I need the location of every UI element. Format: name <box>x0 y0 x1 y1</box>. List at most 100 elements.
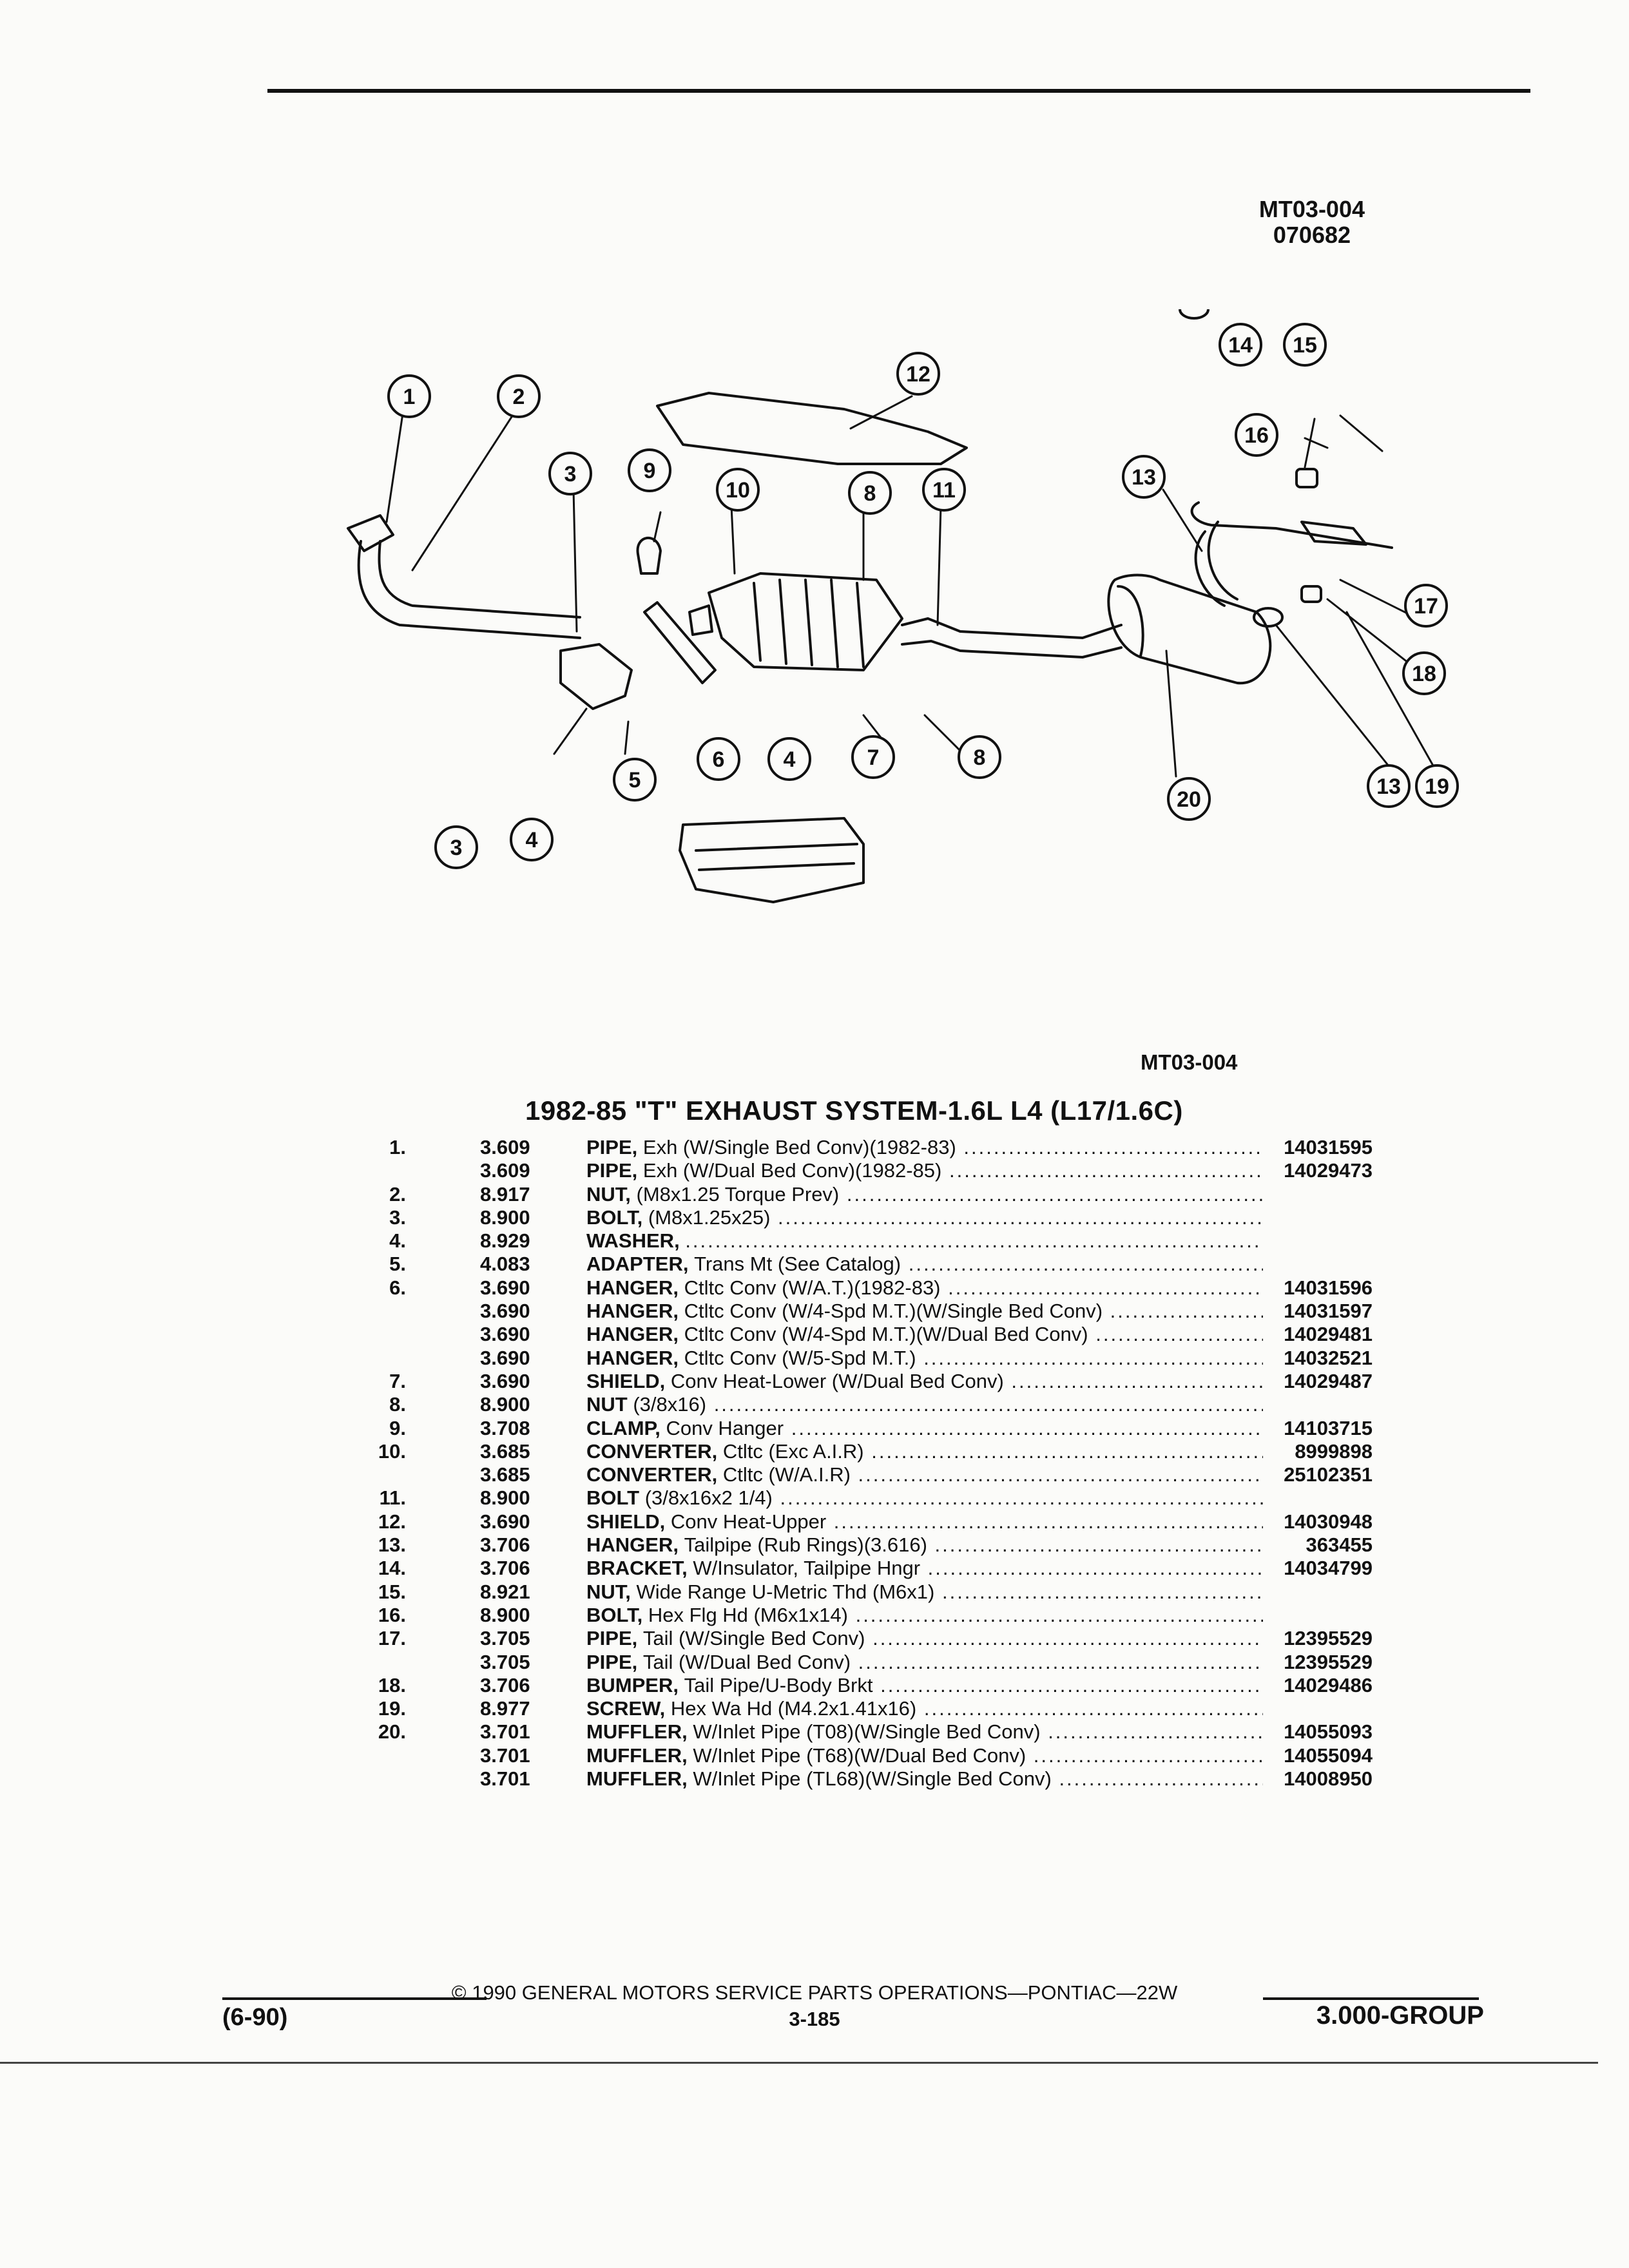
part-number-ref: 13. <box>378 1533 406 1557</box>
part-name: SCREW, <box>586 1697 666 1720</box>
catalog-group: 3.690 <box>480 1276 530 1299</box>
catalog-group: 3.690 <box>480 1323 530 1346</box>
catalog-group: 3.690 <box>480 1300 530 1323</box>
part-description: HANGER, Ctltc Conv (W/4-Spd M.T.)(W/Sing… <box>586 1300 1263 1323</box>
part-detail: (3/8x16) <box>633 1393 707 1416</box>
catalog-group: 8.917 <box>480 1182 530 1206</box>
part-name: MUFFLER, <box>586 1767 688 1791</box>
part-detail: Conv Hanger <box>666 1416 784 1439</box>
part-description: NUT (3/8x16) <box>586 1393 1263 1416</box>
part-description: MUFFLER, W/Inlet Pipe (T08)(W/Single Bed… <box>586 1720 1263 1744</box>
part-description: BUMPER, Tail Pipe/U-Body Brkt <box>586 1674 1263 1697</box>
part-detail: Ctltc Conv (W/5-Spd M.T.) <box>684 1346 916 1369</box>
table-row: 2. 8.917 NUT, (M8x1.25 Torque Prev) <box>342 1183 1373 1206</box>
gm-part-number: 14030948 <box>1284 1510 1373 1533</box>
part-number-ref: 12. <box>378 1510 406 1533</box>
callout-label: 14 <box>1228 333 1253 358</box>
callout-label: 1 <box>403 385 416 409</box>
part-detail: Conv Heat-Lower (W/Dual Bed Conv) <box>670 1369 1004 1392</box>
catalog-group: 3.609 <box>480 1136 530 1158</box>
part-description: SCREW, Hex Wa Hd (M4.2x1.41x16) <box>586 1697 1263 1720</box>
part-detail: Tail (W/Single Bed Conv) <box>642 1627 865 1650</box>
part-name: HANGER, <box>586 1323 679 1346</box>
part-name: PIPE, <box>586 1159 638 1182</box>
group-label: 3.000-GROUP <box>1316 2001 1484 2030</box>
callout-label: 13 <box>1132 465 1156 490</box>
callout-label: 17 <box>1414 594 1438 619</box>
diagram-date-code: 070682 <box>1273 222 1351 248</box>
part-detail: (3/8x16x2 1/4) <box>644 1486 773 1510</box>
gm-part-number: 14031596 <box>1284 1276 1373 1299</box>
part-detail: Trans Mt (See Catalog) <box>694 1253 901 1276</box>
gm-part-number: 14029487 <box>1284 1369 1373 1392</box>
diagram-code: MT03-004 <box>1258 196 1365 222</box>
part-name: HANGER, <box>586 1300 679 1323</box>
part-number-ref: 2. <box>389 1182 406 1206</box>
callout-label: 5 <box>629 768 641 793</box>
catalog-group: 3.706 <box>480 1557 530 1580</box>
part-description: NUT, (M8x1.25 Torque Prev) <box>586 1183 1263 1206</box>
part-name: PIPE, <box>586 1136 638 1158</box>
gm-part-number: 14029481 <box>1284 1323 1373 1346</box>
part-number-ref: 18. <box>378 1673 406 1696</box>
part-number-ref: 14. <box>378 1557 406 1580</box>
gm-part-number: 363455 <box>1306 1533 1373 1557</box>
part-detail: Tailpipe (Rub Rings)(3.616) <box>684 1533 927 1557</box>
part-description: BRACKET, W/Insulator, Tailpipe Hngr <box>586 1557 1263 1580</box>
part-description: SHIELD, Conv Heat-Upper <box>586 1510 1263 1533</box>
upper-shield-shape <box>656 392 968 465</box>
gm-part-number: 12395529 <box>1284 1650 1373 1673</box>
diagram-code-block: MT03-004 070682 <box>1259 197 1365 248</box>
callout-label: 3 <box>450 836 463 860</box>
hanger-shape <box>643 601 717 684</box>
catalog-group: 3.706 <box>480 1673 530 1696</box>
callout-label: 9 <box>644 459 656 483</box>
page-number: 3-185 <box>789 2008 840 2030</box>
part-number-ref: 17. <box>378 1627 406 1650</box>
callout-label: 11 <box>932 478 956 503</box>
part-description: HANGER, Ctltc Conv (W/A.T.)(1982-83) <box>586 1276 1263 1300</box>
callout-label: 20 <box>1177 787 1201 812</box>
part-detail: Ctltc Conv (W/4-Spd M.T.)(W/Single Bed C… <box>684 1300 1103 1323</box>
callout-label: 6 <box>713 747 725 772</box>
footer-rule-right <box>1263 1997 1479 2000</box>
table-row: 3.690 HANGER, Ctltc Conv (W/4-Spd M.T.)(W… <box>342 1323 1373 1346</box>
part-name: BRACKET, <box>586 1557 688 1580</box>
part-detail: Tail Pipe/U-Body Brkt <box>684 1673 873 1696</box>
part-detail: Hex Flg Hd (M6x1x14) <box>648 1603 848 1626</box>
part-name: NUT, <box>586 1580 631 1603</box>
catalog-group: 3.701 <box>480 1767 530 1791</box>
part-description: CLAMP, Conv Hanger <box>586 1417 1263 1440</box>
gm-part-number: 8999898 <box>1295 1439 1373 1463</box>
part-detail: Conv Heat-Upper <box>670 1510 827 1533</box>
exhaust-system-diagram: 1 2 3 9 10 8 11 12 13 14 15 16 17 18 19 … <box>347 309 1459 903</box>
gm-part-number: 14032521 <box>1284 1346 1373 1369</box>
part-description: BOLT, Hex Flg Hd (M6x1x14) <box>586 1604 1263 1627</box>
part-name: BUMPER, <box>586 1673 679 1696</box>
part-description: BOLT (3/8x16x2 1/4) <box>586 1486 1263 1510</box>
part-name: WASHER, <box>586 1229 680 1253</box>
revision-date: (6-90) <box>222 2004 288 2031</box>
part-detail: Tail (W/Dual Bed Conv) <box>642 1650 851 1673</box>
gm-part-number: 12395529 <box>1284 1627 1373 1650</box>
catalog-group: 3.685 <box>480 1439 530 1463</box>
adapter-shape <box>559 643 633 710</box>
callout-label: 8 <box>864 481 876 506</box>
catalog-group: 3.705 <box>480 1650 530 1673</box>
part-name: BOLT, <box>586 1206 643 1229</box>
part-name: BOLT <box>586 1486 640 1510</box>
part-detail: W/Inlet Pipe (T68)(W/Dual Bed Conv) <box>693 1744 1027 1767</box>
part-description: HANGER, Ctltc Conv (W/5-Spd M.T.) <box>586 1347 1263 1370</box>
part-detail: W/Insulator, Tailpipe Hngr <box>693 1557 921 1580</box>
part-detail: Ctltc Conv (W/4-Spd M.T.)(W/Dual Bed Con… <box>684 1323 1088 1346</box>
